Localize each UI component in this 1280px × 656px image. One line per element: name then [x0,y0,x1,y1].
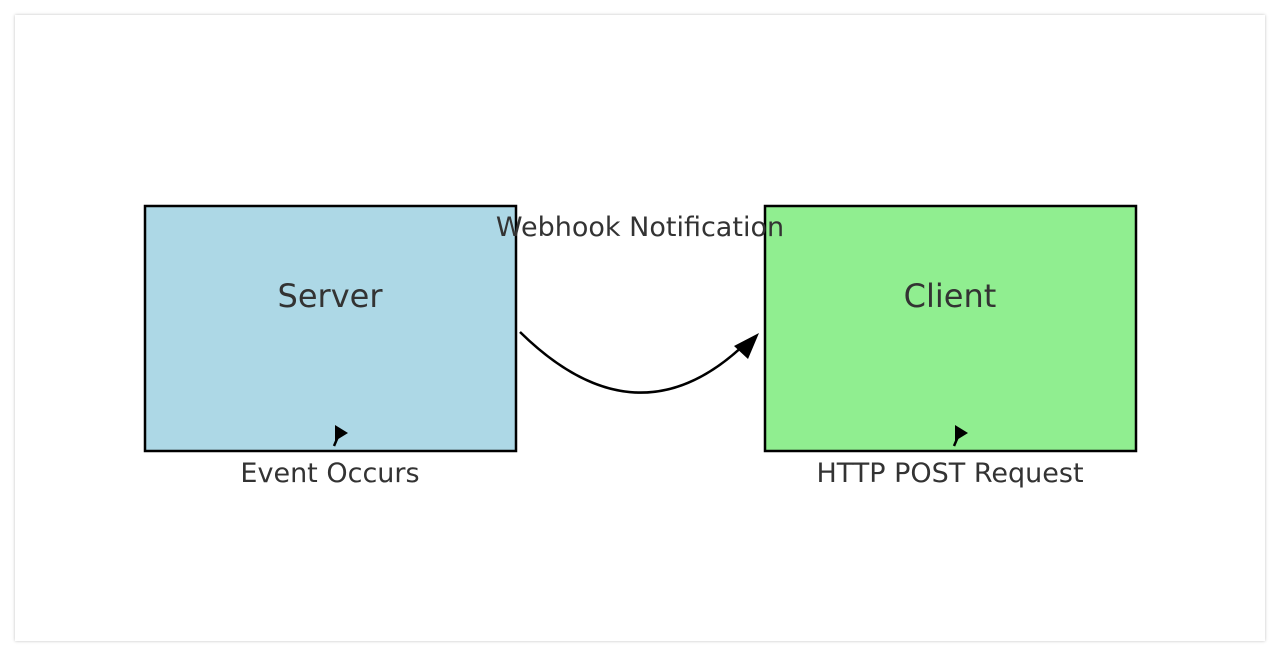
server-caption: Event Occurs [240,458,419,489]
edge-label: Webhook Notification [496,212,784,243]
client-event-arrow [952,425,968,447]
client-node-label: Client [904,277,997,315]
client-node [763,204,1138,453]
server-node-label: Server [278,277,384,315]
webhook-arrow [519,331,748,394]
server-event-arrow [332,425,348,447]
server-node [143,204,518,453]
client-caption: HTTP POST Request [816,458,1083,489]
webhook-arrowhead [734,333,759,359]
